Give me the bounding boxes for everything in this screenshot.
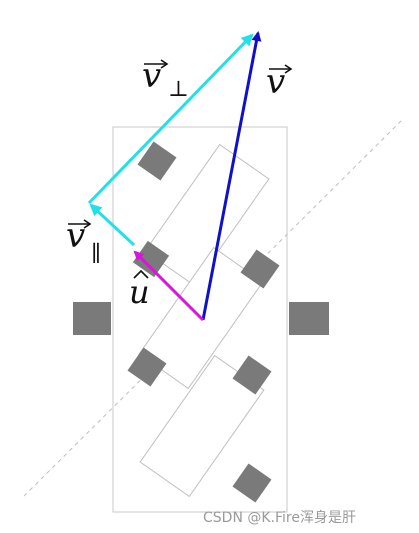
corner-block	[137, 141, 177, 181]
svg-text:v: v	[266, 62, 285, 102]
corner-block	[240, 249, 280, 289]
label-v-parallel: v ∥	[66, 216, 101, 267]
hat-accent	[133, 269, 149, 279]
u-hat-vector-arrow	[133, 250, 205, 322]
svg-text:u: u	[129, 273, 150, 311]
label-v-perp: v ⊥	[142, 56, 189, 102]
svg-text:∥: ∥	[91, 242, 101, 267]
tilted-rect-top	[144, 143, 270, 287]
v-perp-vector-arrow	[87, 33, 254, 205]
svg-text:⊥: ⊥	[168, 77, 189, 102]
v-vector-arrow	[201, 31, 262, 321]
corner-block	[132, 240, 170, 278]
watermark-text: CSDN @K.Fire浑身是肝	[203, 510, 356, 526]
right-side-block	[289, 302, 329, 335]
corner-blocks	[127, 141, 280, 503]
corner-block	[232, 355, 272, 395]
svg-text:v: v	[142, 56, 161, 96]
svg-text:v: v	[66, 216, 85, 256]
corner-block	[232, 463, 272, 503]
frame-rectangle	[112, 126, 288, 513]
v-par-vector-arrow	[89, 203, 136, 247]
label-u-hat: u	[129, 269, 150, 311]
label-v: v	[266, 62, 293, 102]
corner-block	[127, 347, 167, 387]
left-side-block	[73, 302, 111, 335]
